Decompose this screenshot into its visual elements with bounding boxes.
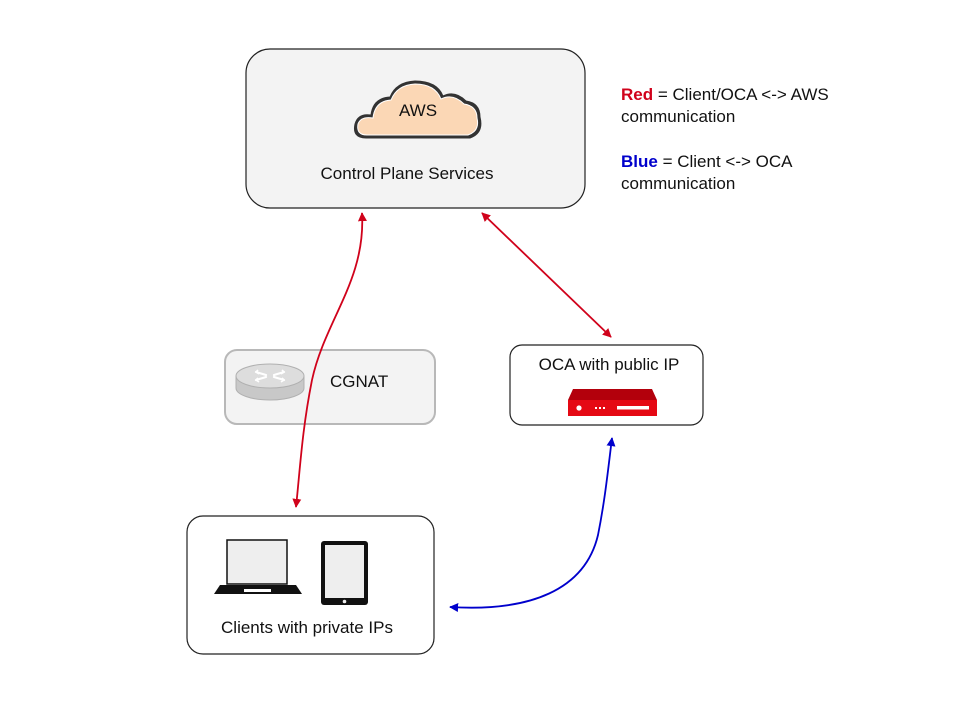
- client-to-aws-connection: [292, 212, 367, 508]
- legend-red-text: = Client/OCA <-> AWS communication: [621, 85, 829, 126]
- tablet-icon: [321, 541, 368, 605]
- control-plane-node: AWS Control Plane Services: [245, 48, 586, 209]
- legend-red: Red = Client/OCA <-> AWS communication: [621, 84, 881, 128]
- router-icon: [235, 363, 305, 401]
- clients-label: Clients with private IPs: [221, 618, 393, 637]
- cgnat-label: CGNAT: [330, 372, 388, 391]
- oca-label: OCA with public IP: [539, 355, 680, 374]
- cloud-label: AWS: [399, 101, 437, 120]
- clients-node: Clients with private IPs: [186, 515, 435, 655]
- legend-blue-text: = Client <-> OCA communication: [621, 152, 792, 193]
- client-to-oca-connection: [449, 437, 616, 612]
- oca-to-aws-connection: [481, 212, 612, 338]
- legend-red-key: Red: [621, 85, 654, 104]
- oca-node: OCA with public IP: [509, 344, 704, 426]
- legend-blue-key: Blue: [621, 152, 658, 171]
- cgnat-node: CGNAT: [224, 349, 436, 425]
- legend-blue: Blue = Client <-> OCA communication: [621, 151, 881, 195]
- laptop-icon: [214, 539, 302, 594]
- server-appliance-icon: [568, 389, 657, 416]
- control-plane-label: Control Plane Services: [321, 164, 494, 183]
- cloud-icon: AWS: [354, 80, 482, 139]
